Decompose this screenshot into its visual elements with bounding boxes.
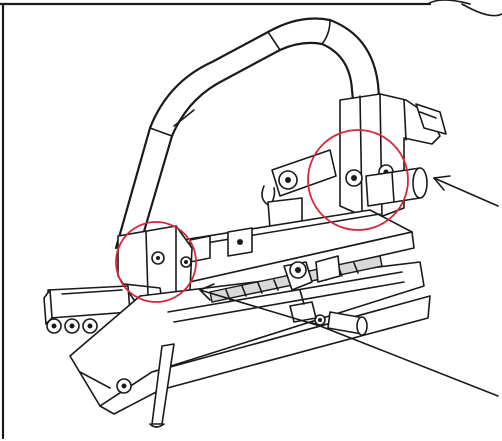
highlight-circle-right <box>307 129 409 231</box>
arrow-upper-right <box>433 175 499 207</box>
highlight-circles <box>115 129 409 303</box>
highlight-circle-left <box>115 221 197 303</box>
left-arm <box>43 285 131 334</box>
right-bracket <box>339 93 447 221</box>
arrow-middle <box>199 283 321 327</box>
handle-bar <box>114 17 382 254</box>
adjuster-knob <box>283 255 368 336</box>
support-leg <box>149 343 175 428</box>
axle-tube <box>365 167 428 207</box>
arrow-lower-right <box>309 321 499 397</box>
left-bracket <box>117 225 193 301</box>
pointer-arrows <box>199 175 499 397</box>
